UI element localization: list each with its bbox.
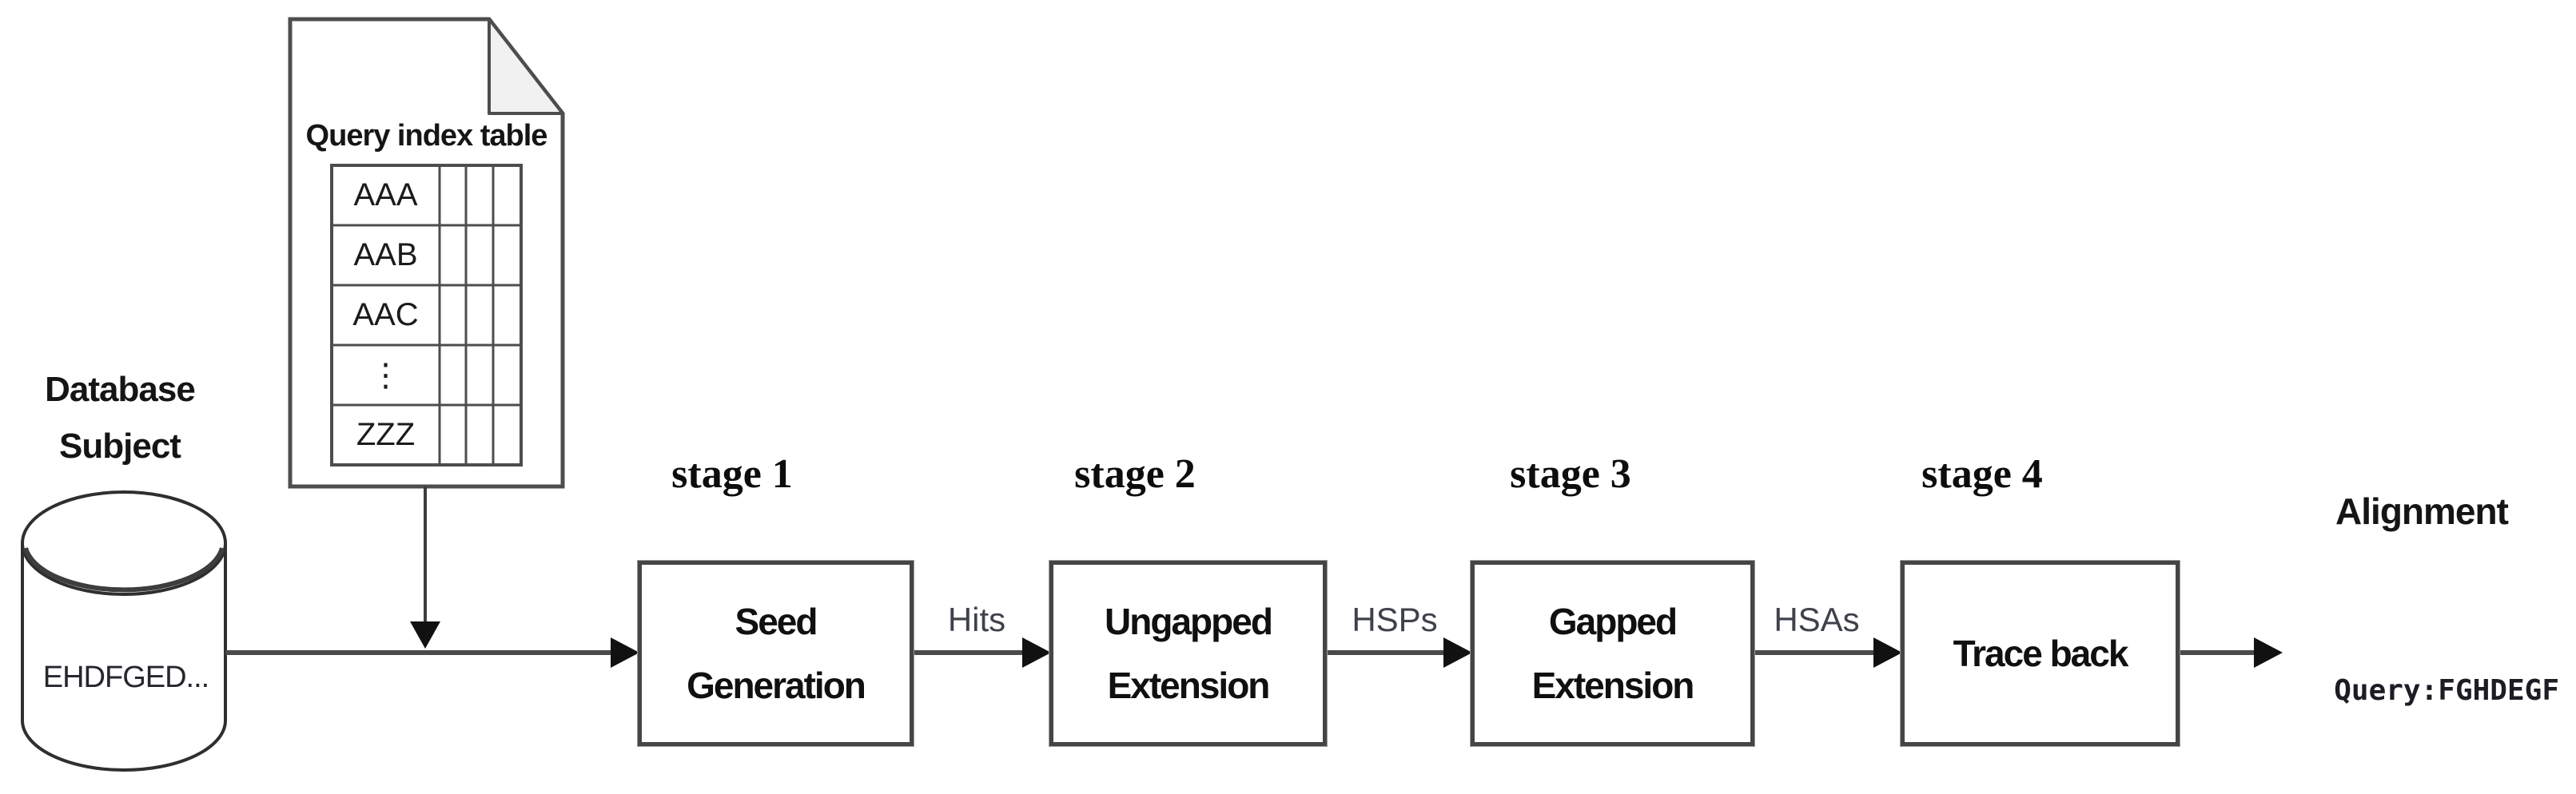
folded-corner-icon	[488, 18, 564, 115]
arrow-stage1-to-stage2	[914, 637, 1051, 668]
arrow-label-hits: Hits	[947, 601, 1006, 638]
database-sequence-text: EHDFGED...	[42, 660, 209, 694]
arrow-stage2-to-stage3	[1327, 637, 1472, 668]
stage-1-label: stage 1	[671, 451, 793, 497]
arrow-label-hsps: HSPs	[1352, 601, 1438, 638]
stage-box-ungapped-extension: Ungapped Extension	[1049, 561, 1327, 746]
arrow-database-to-stage1	[225, 637, 639, 668]
query-index-table-title: Query index table	[305, 118, 548, 153]
stage-4-label: stage 4	[1921, 451, 2043, 497]
index-table-row: ZZZ	[356, 417, 416, 452]
index-table-row: AAC	[352, 297, 419, 332]
stage-box-label: Seed Generation	[687, 601, 866, 706]
stage-box-label: Ungapped Extension	[1105, 601, 1273, 706]
document-page-icon	[288, 17, 565, 489]
index-table-row-ellipsis: ⋮	[369, 357, 402, 393]
stage-box-gapped-extension: Gapped Extension	[1471, 561, 1754, 746]
stage-box-trace-back: Trace back	[1901, 561, 2180, 746]
alignment-result-block: Query:FGHDEGF ||||||| Subject:EHDFGED	[2224, 577, 2559, 794]
index-table-row: AAA	[353, 177, 418, 212]
database-cylinder-icon	[21, 490, 227, 772]
alignment-query-line: Query:FGHDEGF	[2334, 674, 2559, 707]
index-table-grid	[330, 164, 523, 466]
stage-3-label: stage 3	[1510, 451, 1631, 497]
arrow-stage3-to-stage4	[1754, 637, 1902, 668]
stage-box-label: Trace back	[1953, 633, 2129, 674]
index-table-row: AAB	[353, 237, 418, 272]
arrow-document-to-flow	[410, 486, 440, 649]
stage-box-seed-generation: Seed Generation	[638, 561, 914, 746]
arrow-label-hsas: HSAs	[1774, 601, 1860, 638]
database-subject-label: Database Subject	[45, 370, 196, 466]
stage-2-label: stage 2	[1074, 451, 1196, 497]
alignment-title: Alignment	[2335, 490, 2509, 532]
stage-box-label: Gapped Extension	[1531, 601, 1695, 706]
arrow-stage4-to-alignment	[2180, 637, 2283, 668]
